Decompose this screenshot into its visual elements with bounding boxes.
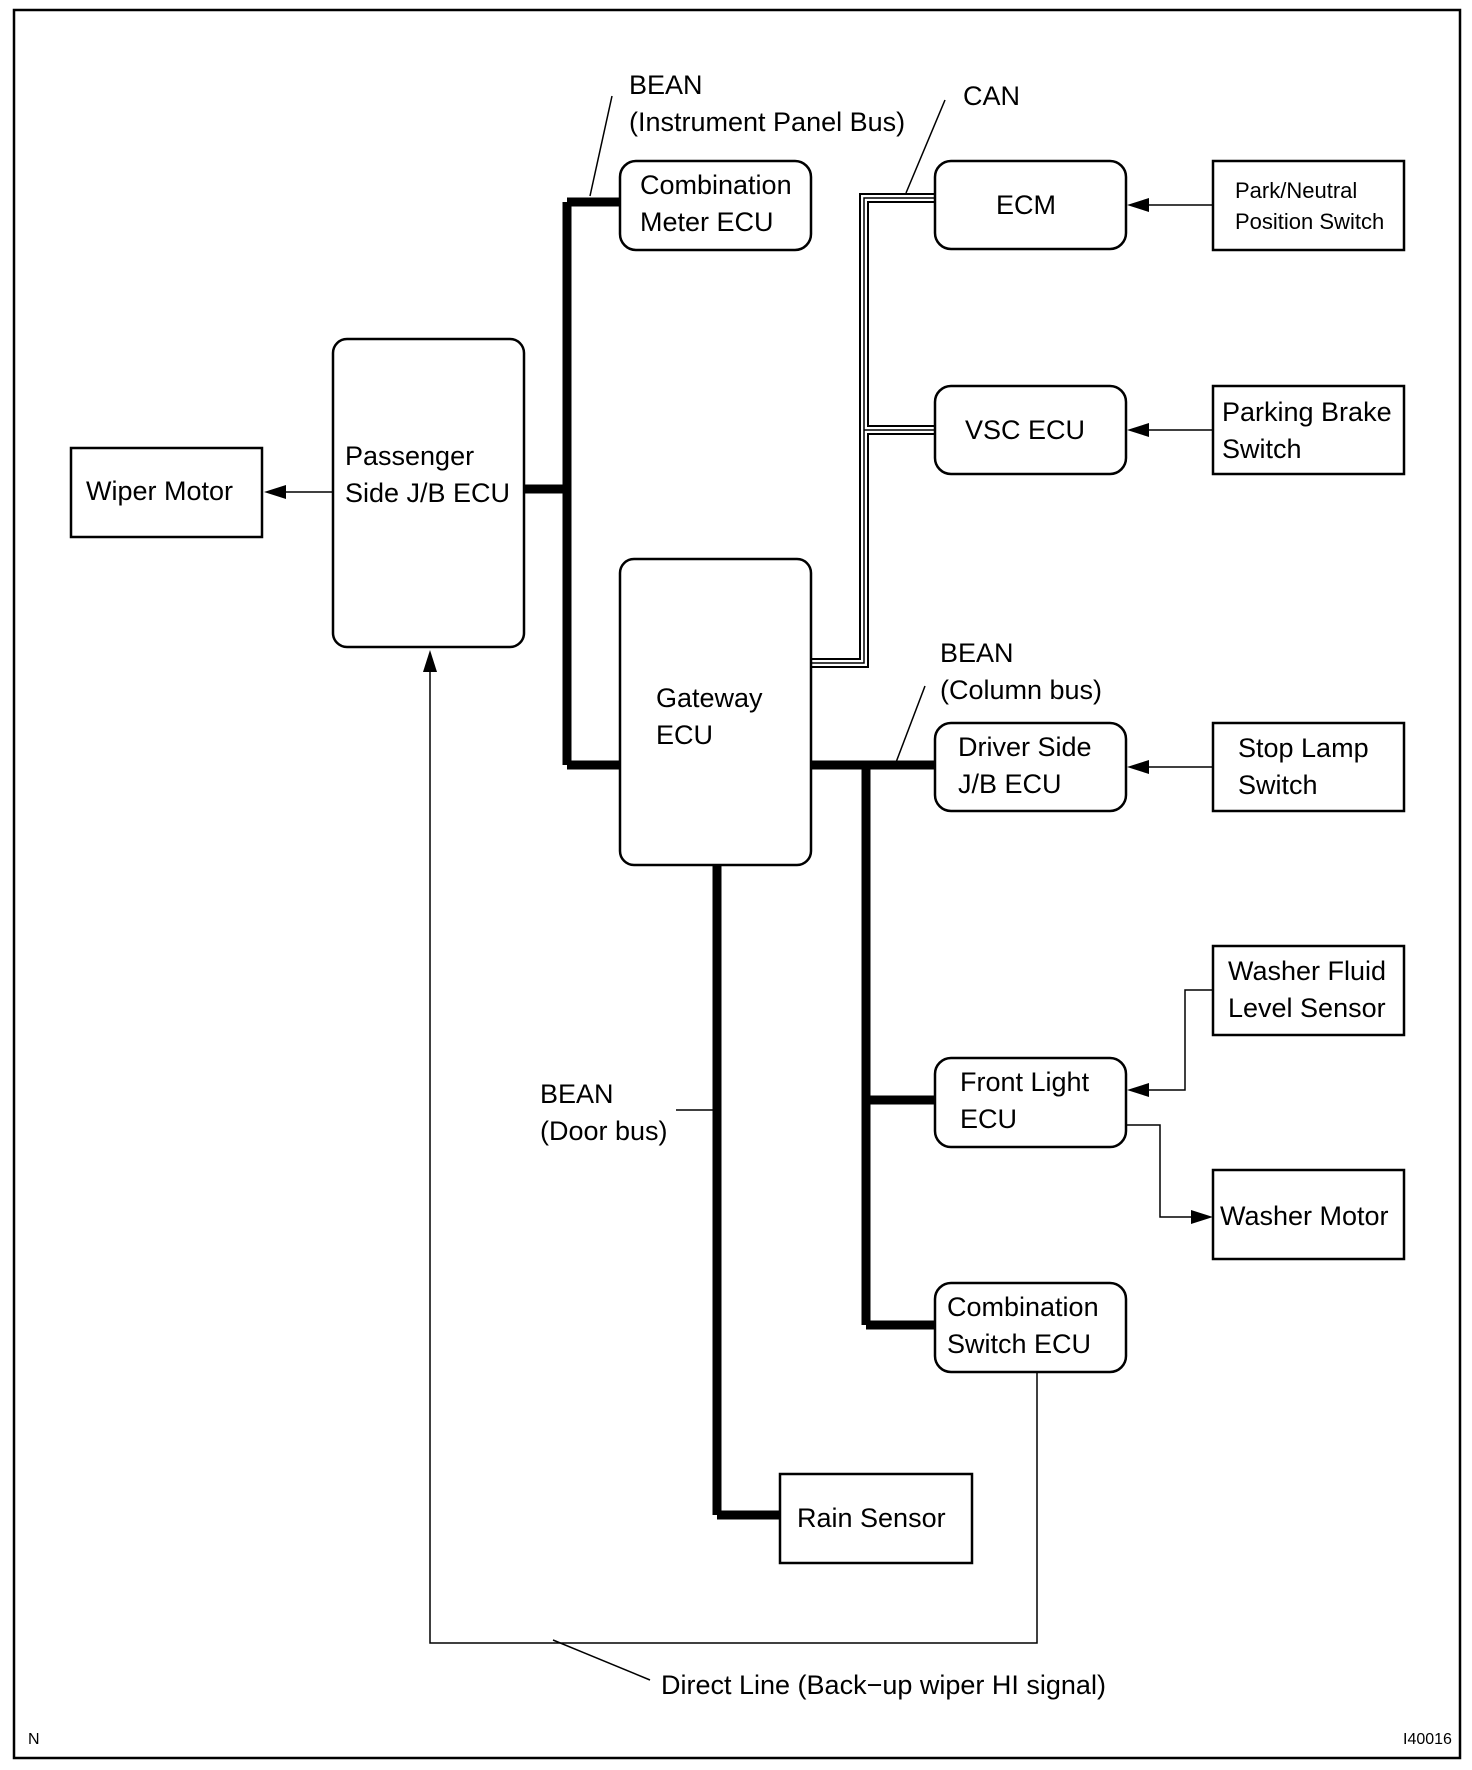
bus-label-bean-column: BEAN (Column bus) [940, 638, 1102, 705]
block-label: ECM [996, 190, 1056, 220]
bus-label: CAN [963, 81, 1020, 111]
block-washer-motor: Washer Motor [1211, 1168, 1406, 1261]
block-label: Position Switch [1235, 209, 1384, 234]
block-driver-jb-ecu: Driver Side J/B ECU [933, 721, 1128, 813]
block-passenger-jb-ecu: Passenger Side J/B ECU [331, 337, 526, 649]
bean-bus-lines [525, 197, 935, 1520]
arrowhead-icon [1127, 198, 1149, 212]
block-washer-fluid-sensor: Washer Fluid Level Sensor [1211, 944, 1406, 1037]
arrowhead-icon [423, 650, 437, 672]
can-bus-lines [810, 193, 935, 668]
bus-label-bean-door: BEAN (Door bus) [540, 1079, 668, 1146]
block-wiper-motor: Wiper Motor [69, 446, 264, 539]
corner-mark-left: N [28, 1731, 40, 1748]
arrowhead-icon [1127, 423, 1149, 437]
block-park-neutral-switch: Park/Neutral Position Switch [1211, 159, 1406, 252]
block-label: Rain Sensor [797, 1503, 946, 1533]
block-stop-lamp-switch: Stop Lamp Switch [1211, 721, 1406, 813]
block-label: Front Light [960, 1067, 1090, 1097]
bus-label: BEAN [940, 638, 1014, 668]
block-label: Driver Side [958, 732, 1092, 762]
block-label: J/B ECU [958, 769, 1062, 799]
block-label: ECU [656, 720, 713, 750]
block-label: VSC ECU [965, 415, 1085, 445]
block-rain-sensor: Rain Sensor [778, 1472, 974, 1565]
block-label: Washer Motor [1220, 1201, 1389, 1231]
block-label: Stop Lamp [1238, 733, 1369, 763]
block-label: Meter ECU [640, 207, 774, 237]
block-label: Parking Brake [1222, 397, 1392, 427]
block-label: Gateway [656, 683, 763, 713]
bus-label: (Column bus) [940, 675, 1102, 705]
bus-label-direct-line: Direct Line (Back−up wiper HI signal) [661, 1670, 1106, 1700]
bus-label: (Door bus) [540, 1116, 668, 1146]
block-label: Park/Neutral [1235, 178, 1357, 203]
bus-label: BEAN [629, 70, 703, 100]
signal-arrows [264, 198, 1213, 1644]
block-label: Wiper Motor [86, 476, 233, 506]
block-combination-switch-ecu: Combination Switch ECU [933, 1281, 1128, 1374]
block-label: Switch [1222, 434, 1302, 464]
figure-id: I40016 [1403, 1731, 1452, 1748]
block-combination-meter-ecu: Combination Meter ECU [618, 159, 813, 252]
block-label: Washer Fluid [1228, 956, 1386, 986]
bus-label: (Instrument Panel Bus) [629, 107, 905, 137]
bus-label: Direct Line (Back−up wiper HI signal) [661, 1670, 1106, 1700]
bus-label: BEAN [540, 1079, 614, 1109]
block-gateway-ecu: Gateway ECU [618, 557, 813, 867]
arrowhead-icon [1127, 760, 1149, 774]
block-front-light-ecu: Front Light ECU [933, 1056, 1128, 1149]
block-label: Side J/B ECU [345, 478, 510, 508]
arrowhead-icon [1127, 1083, 1149, 1097]
block-label: Level Sensor [1228, 993, 1386, 1023]
block-label: Combination [640, 170, 792, 200]
block-ecm: ECM [933, 159, 1128, 251]
block-label: Switch [1238, 770, 1318, 800]
block-label: Combination [947, 1292, 1099, 1322]
block-vsc-ecu: VSC ECU [933, 384, 1128, 476]
bus-label-bean-ip: BEAN (Instrument Panel Bus) [629, 70, 905, 137]
block-label: Switch ECU [947, 1329, 1091, 1359]
block-parking-brake-switch: Parking Brake Switch [1211, 384, 1406, 476]
arrowhead-icon [1191, 1210, 1213, 1224]
block-label: ECU [960, 1104, 1017, 1134]
diagram-frame [12, 8, 1462, 1760]
block-label: Passenger [345, 441, 474, 471]
arrowhead-icon [264, 485, 286, 499]
bus-label-can: CAN [963, 81, 1020, 111]
label-leaders [552, 95, 946, 1681]
